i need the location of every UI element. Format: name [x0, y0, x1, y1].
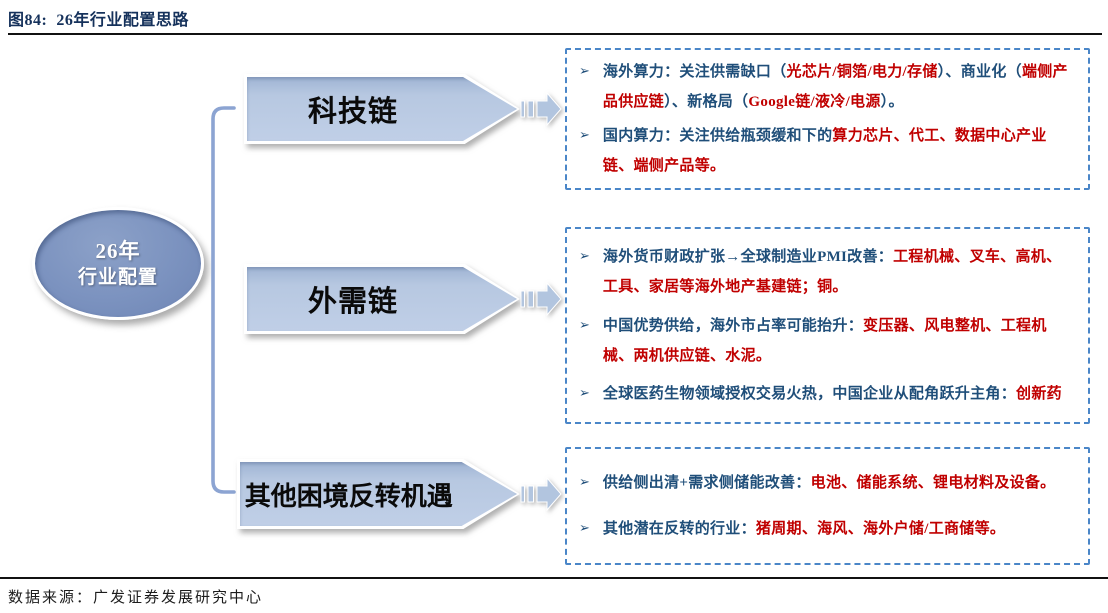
arrow-shape-fill: [247, 267, 517, 331]
bullet-arrow-icon: ➢: [579, 475, 590, 491]
bullet-text-segment: Google链/液冷/电源: [748, 94, 881, 111]
bullet-item: ➢ 国内算力：关注供给瓶颈缓和下的算力芯片、代工、数据中心产业链、端侧产品等。: [579, 121, 1074, 181]
bullet-text-segment: 猪周期、海风、海外户储/工商储等。: [755, 520, 1006, 537]
branch-shape-tech: 科技链: [244, 74, 520, 144]
bullet-text-segment: 海外货币财政扩张→全球制造业PMI改善：: [602, 248, 894, 265]
bullet-text-segment: 其他潜在反转的行业：: [602, 520, 756, 537]
bullet-text-segment: 工程机械、叉车、高机、工具、家居等海外地产基建链；铜。: [602, 248, 1062, 295]
branch-label-external-demand: 外需链: [308, 286, 399, 318]
branch-shape-external-demand: 外需链: [244, 264, 520, 334]
bullet-text-segment: 端侧产品供应链: [602, 64, 1068, 111]
source-note: 数据来源：广发证券发展研究中心: [8, 590, 264, 606]
bullet-text: 国内算力：关注供给瓶颈缓和下的算力芯片、代工、数据中心产业链、端侧产品等。: [603, 121, 1074, 181]
bullet-text-segment: 变压器、风电整机、工程机械、两机供应链、水泥。: [602, 317, 1047, 364]
bullet-text: 其他潜在反转的行业：猪周期、海风、海外户储/工商储等。: [603, 514, 1005, 544]
flow-arrow-icon: [520, 476, 562, 512]
branch-box-reversal: ➢ 供给侧出清+需求侧储能改善：电池、储能系统、锂电材料及设备。 ➢ 其他潜在反转的行…: [565, 447, 1090, 565]
bullet-arrow-icon: ➢: [579, 64, 590, 80]
bullet-text-segment: ）、新格局（: [664, 94, 749, 111]
branch-label-reversal: 其他困境反转机遇: [244, 481, 453, 511]
footer-divider: [0, 577, 1108, 579]
bullet-text-segment: 海外算力：关注供需缺口（: [602, 64, 787, 81]
bullet-text-segment: 算力芯片、代工、数据中心产业链、端侧产品等。: [602, 127, 1047, 174]
bullet-arrow-icon: ➢: [579, 127, 590, 143]
bullet-arrow-icon: ➢: [579, 317, 590, 333]
bullet-text: 供给侧出清+需求侧储能改善：电池、储能系统、锂电材料及设备。: [603, 468, 1056, 498]
bullet-text-segment: 国内算力：关注供给瓶颈缓和下的: [602, 127, 833, 144]
bullet-text-segment: 供给侧出清+需求侧储能改善：: [602, 475, 811, 492]
bullet-item: ➢ 供给侧出清+需求侧储能改善：电池、储能系统、锂电材料及设备。: [579, 468, 1074, 498]
bullet-text-segment: ）、商业化（: [937, 64, 1022, 81]
bullet-text: 全球医药生物领域授权交易火热，中国企业从配角跃升主角：创新药: [603, 379, 1062, 409]
bullet-arrow-icon: ➢: [579, 386, 590, 402]
title-divider: [8, 33, 1102, 35]
center-node-line2: 行业配置: [77, 266, 158, 288]
center-node-line1: 26年: [95, 238, 141, 263]
figure-title: 图84: 26年行业配置思路: [8, 6, 189, 30]
bullet-text-segment: 光芯片/铜箔/电力/存储: [786, 64, 938, 81]
bullet-text-segment: ）。: [880, 94, 904, 111]
branch-label-tech: 科技链: [308, 96, 399, 128]
bullet-item: ➢ 其他潜在反转的行业：猪周期、海风、海外户储/工商储等。: [579, 514, 1074, 544]
figure-number-label: 图84:: [8, 12, 48, 29]
branch-box-tech: ➢ 海外算力：关注供需缺口（光芯片/铜箔/电力/存储）、商业化（端侧产品供应链）、…: [565, 48, 1090, 190]
bullet-text-segment: 电池、储能系统、锂电材料及设备。: [810, 475, 1056, 492]
bullet-arrow-icon: ➢: [579, 248, 590, 264]
bullet-text: 海外算力：关注供需缺口（光芯片/铜箔/电力/存储）、商业化（端侧产品供应链）、新…: [603, 57, 1074, 117]
branch-box-external-demand: ➢ 海外货币财政扩张→全球制造业PMI改善：工程机械、叉车、高机、工具、家居等海外…: [565, 227, 1090, 424]
bullet-arrow-icon: ➢: [579, 520, 590, 536]
bullet-text: 中国优势供给，海外市占率可能抬升：变压器、风电整机、工程机械、两机供应链、水泥。: [603, 311, 1074, 371]
center-node: 26年 行业配置: [32, 207, 204, 320]
arrow-shape-fill: [240, 462, 517, 526]
bullet-text-segment: 中国优势供给，海外市占率可能抬升：: [602, 317, 864, 334]
bullet-text-segment: 全球医药生物领域授权交易火热，中国企业从配角跃升主角：: [602, 386, 1017, 403]
flow-arrow-icon: [520, 91, 562, 127]
bracket-connector: [211, 106, 236, 494]
arrow-shape-fill: [247, 77, 517, 141]
bullet-item: ➢ 海外货币财政扩张→全球制造业PMI改善：工程机械、叉车、高机、工具、家居等海外…: [579, 242, 1074, 302]
bullet-text-segment: 创新药: [1016, 386, 1062, 403]
bullet-item: ➢ 海外算力：关注供需缺口（光芯片/铜箔/电力/存储）、商业化（端侧产品供应链）、…: [579, 57, 1074, 117]
flow-arrow-icon: [520, 281, 562, 317]
bullet-item: ➢ 全球医药生物领域授权交易火热，中国企业从配角跃升主角：创新药: [579, 379, 1074, 409]
bullet-item: ➢ 中国优势供给，海外市占率可能抬升：变压器、风电整机、工程机械、两机供应链、水泥…: [579, 311, 1074, 371]
figure-title-text: 26年行业配置思路: [56, 12, 189, 29]
bullet-text: 海外货币财政扩张→全球制造业PMI改善：工程机械、叉车、高机、工具、家居等海外地…: [603, 242, 1074, 302]
branch-shape-reversal: 其他困境反转机遇: [237, 459, 520, 529]
